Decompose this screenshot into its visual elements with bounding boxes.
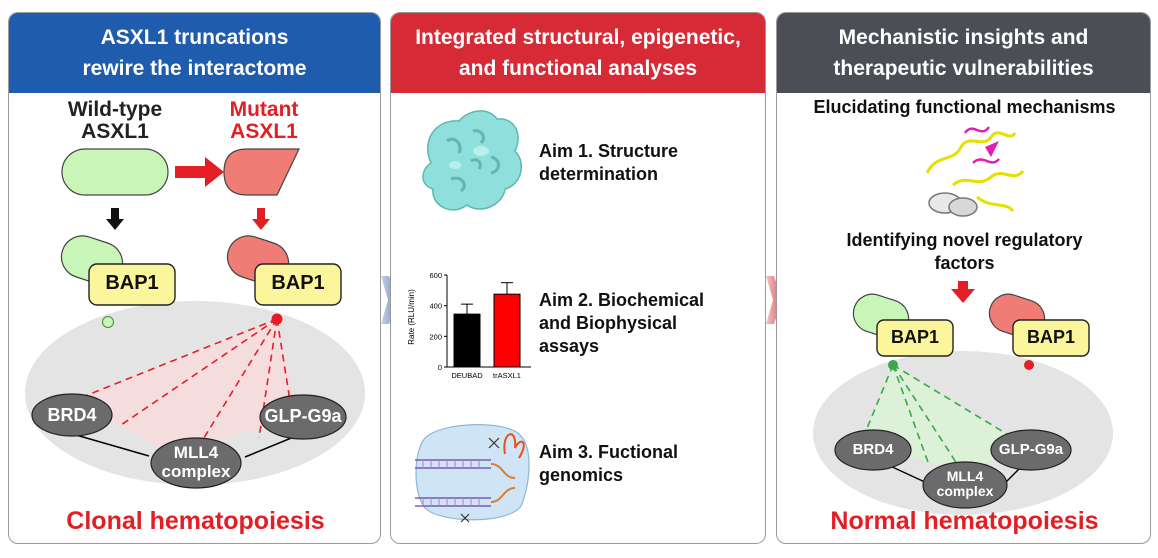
mutant-label-line1: Mutant [229,98,299,121]
mut-interaction-dot [271,313,283,325]
normal-interaction-lines [860,364,1026,474]
brd4-label: BRD4 [47,405,97,425]
bap1-left-label: BAP1 [890,327,939,347]
aim2-line1: Aim 2. Biochemical [539,290,705,310]
panel-mechanistic: Mechanistic insights and therapeutic vul… [776,12,1151,544]
mutant-label: Mutant ASXL1 [214,99,314,143]
identify-line1: Identifying novel regulatory [846,230,1083,250]
panel3-header: Mechanistic insights and therapeutic vul… [777,13,1150,93]
chart-ytick-label: 400 [429,302,442,311]
glp-g9a-ellipse [259,394,347,440]
mll4-complex-ellipse [150,437,242,489]
glp-g9a-label: GLP-G9a [264,406,342,426]
crispr-genomics-icon [415,424,530,523]
panel3-title-line2: therapeutic vulnerabilities [833,57,1094,80]
mll4-normal-line1: MLL4 [946,468,984,484]
mut-down-arrow-icon [252,208,270,230]
elucidating-label: Elucidating functional mechanisms [813,97,1116,117]
panel1-header: ASXL1 truncations rewire the interactome [9,13,380,93]
brd4-label-normal: BRD4 [852,441,894,458]
aim2-line3: assays [539,336,600,356]
panel1-title-line1: ASXL1 truncations [100,26,289,49]
wildtype-asxl1-shape [61,148,169,196]
glp-g9a-ellipse-normal [990,429,1072,471]
panel3-title-line1: Mechanistic insights and [838,26,1089,49]
mutant-label-line2: ASXL1 [230,120,298,143]
aim2-line2: and Biophysical [539,313,678,333]
red-interaction-dot [1024,360,1034,370]
brd4-ellipse-normal [834,429,912,471]
glp-g9a-label-normal: GLP-G9a [998,441,1064,458]
panel-interactome: ASXL1 truncations rewire the interactome [8,12,381,544]
brd4-ellipse [31,393,113,437]
identify-line2: factors [934,253,995,273]
green-interaction-dot [888,360,898,370]
aim1-label: Aim 1. Structure determination [539,140,678,186]
panel1-title-line2: rewire the interactome [82,57,307,80]
chart-bar [493,293,521,368]
cryoem-structure-icon [422,110,523,211]
bap1-box-left [876,319,954,357]
panel-analyses: Integrated structural, epigenetic, and f… [390,12,766,544]
protein-structure-icon [925,126,1025,217]
chart-xtick-label: DEUBAD [451,371,483,380]
wildtype-label: Wild-type ASXL1 [65,99,165,143]
mll4-label-line1: MLL4 [173,443,219,462]
mut-bap1-label: BAP1 [271,272,325,294]
clonal-hematopoiesis-label: Clonal hematopoiesis [66,507,325,535]
chart-ytick-label: 600 [429,271,442,280]
mutant-asxl1-shape [223,148,300,196]
chart-ytick-label: 0 [438,363,442,372]
rate-bar-chart: Rate (RLU/min) 0 200 400 600 DEUBAD trASXL1 [407,271,531,380]
wt-down-arrow-icon [106,208,124,230]
wildtype-label-line1: Wild-type [67,98,163,121]
bap1-box-right [1012,319,1090,357]
panel3-diagram [813,126,1113,515]
wt-bap1-label: BAP1 [105,272,159,294]
interaction-fan [75,319,299,453]
bap1-right-label: BAP1 [1026,327,1075,347]
mll4-complex-ellipse-normal [922,461,1008,509]
chart-bar [453,313,481,368]
chart-ylabel: Rate (RLU/min) [407,289,416,345]
panel2-title-line1: Integrated structural, epigenetic, [415,26,741,49]
aim2-label: Aim 2. Biochemical and Biophysical assay… [539,289,704,358]
aim1-line1: Aim 1. Structure [539,141,679,161]
aim3-label: Aim 3. Fuctional genomics [539,441,678,487]
normal-hematopoiesis-label: Normal hematopoiesis [830,507,1099,535]
aim1-line2: determination [539,164,659,184]
identify-label: Identifying novel regulatory factors [777,229,1150,275]
wt-interaction-dot [102,316,114,328]
aim3-line2: genomics [539,465,624,485]
panel1-diagram [25,148,365,489]
mll4-label-line2: complex [161,462,231,481]
chart-ytick-label: 200 [429,332,442,341]
panel2-header: Integrated structural, epigenetic, and f… [391,13,765,93]
identify-down-arrow-icon [951,281,975,303]
mutation-arrow-icon [175,157,224,187]
wt-bap1-box [88,263,176,306]
panel2-title-line2: and functional analyses [458,57,698,80]
aim3-line1: Aim 3. Fuctional [539,442,679,462]
mll4-label: MLL4 complex [151,443,241,481]
chart-xtick-label: trASXL1 [493,371,521,380]
mll4-normal-line2: complex [936,483,994,499]
mut-bap1-box [254,263,342,306]
mll4-label-normal: MLL4 complex [923,469,1007,499]
wildtype-label-line2: ASXL1 [81,120,149,143]
